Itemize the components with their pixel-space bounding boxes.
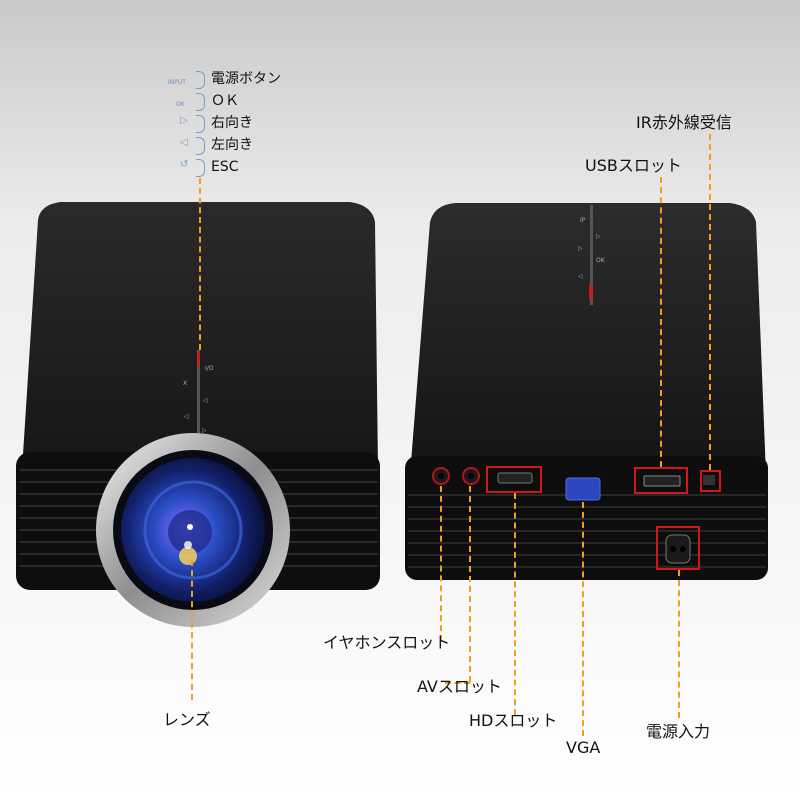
svg-text:IP: IP [580, 217, 586, 224]
hd-port-highlight [486, 466, 542, 493]
av-label: AVスロット [417, 677, 502, 696]
hd-leader [514, 493, 516, 715]
right-projector-body: IP ▷ ▷ OK ◁ [405, 203, 768, 580]
svg-text:OK: OK [596, 257, 606, 264]
vga-label: VGA [566, 738, 601, 757]
av-leader [469, 486, 471, 682]
lens-label: レンズ [163, 710, 211, 729]
hd-label: HDスロット [469, 711, 558, 730]
left-button-label: 左向き [211, 137, 253, 153]
return-icon: ↺ [180, 159, 189, 170]
svg-text:◁: ◁ [203, 397, 208, 404]
lens-assembly [96, 433, 290, 627]
svg-text:▷: ▷ [578, 245, 583, 252]
av-leader-tick [445, 682, 470, 684]
button-bracket [196, 93, 205, 111]
ok-button-label: ＯＫ [211, 93, 239, 109]
power-button-label: 電源ボタン [211, 71, 281, 87]
earphone-label: イヤホンスロット [323, 633, 451, 652]
esc-button-label: ESC [211, 159, 239, 175]
ir-label: IR赤外線受信 [636, 113, 732, 132]
button-bracket [196, 71, 205, 89]
power-label: 電源入力 [646, 722, 711, 741]
svg-text:I/O: I/O [205, 365, 214, 372]
button-bracket [196, 137, 205, 155]
right-arrow-icon: ▷ [180, 115, 188, 126]
vga-leader [582, 502, 584, 736]
svg-text:▷: ▷ [596, 233, 601, 240]
right-button-label: 右向き [211, 115, 253, 131]
ir-receiver-highlight [700, 470, 721, 492]
power-port-highlight [656, 526, 700, 570]
ir-leader [709, 134, 711, 470]
usb-label: USBスロット [585, 156, 682, 175]
button-bracket [196, 159, 205, 177]
usb-port-highlight [634, 467, 688, 494]
button-bracket [196, 115, 205, 133]
left-arrow-icon: ◁ [180, 137, 188, 148]
svg-text:◁: ◁ [578, 273, 583, 280]
earphone-leader [440, 486, 442, 641]
power-leader [678, 570, 680, 718]
input-tag: INPUT [168, 79, 186, 86]
svg-text:◁: ◁ [184, 413, 189, 420]
ok-tag: OK [176, 101, 185, 108]
button-panel-leader [199, 178, 201, 350]
svg-text:X: X [183, 380, 187, 387]
svg-text:▷: ▷ [202, 427, 207, 434]
usb-leader [660, 177, 662, 467]
lens-leader [191, 560, 193, 700]
